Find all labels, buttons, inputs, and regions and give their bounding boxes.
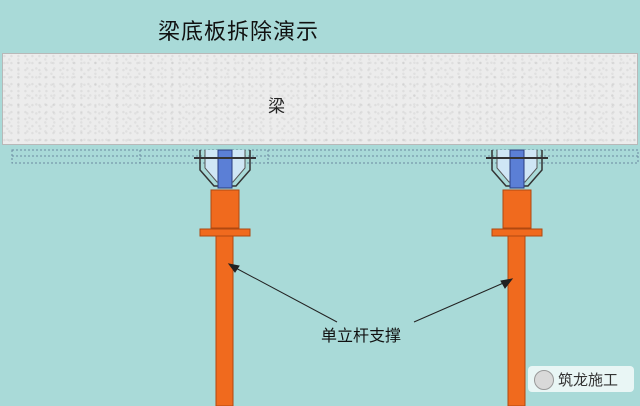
single-pole-support-label: 单立杆支撑	[321, 326, 402, 345]
wechat-icon	[534, 370, 554, 390]
diagram-title: 梁底板拆除演示	[158, 20, 320, 45]
beam-label: 梁	[268, 97, 285, 117]
annotation-arrows	[227, 263, 514, 323]
watermark: 筑龙施工	[528, 366, 634, 392]
watermark-text: 筑龙施工	[558, 371, 619, 389]
formwork-board	[11, 149, 639, 164]
left-single-pole-support	[194, 149, 256, 406]
concrete-beam	[2, 53, 638, 145]
right-single-pole-support	[486, 149, 548, 406]
